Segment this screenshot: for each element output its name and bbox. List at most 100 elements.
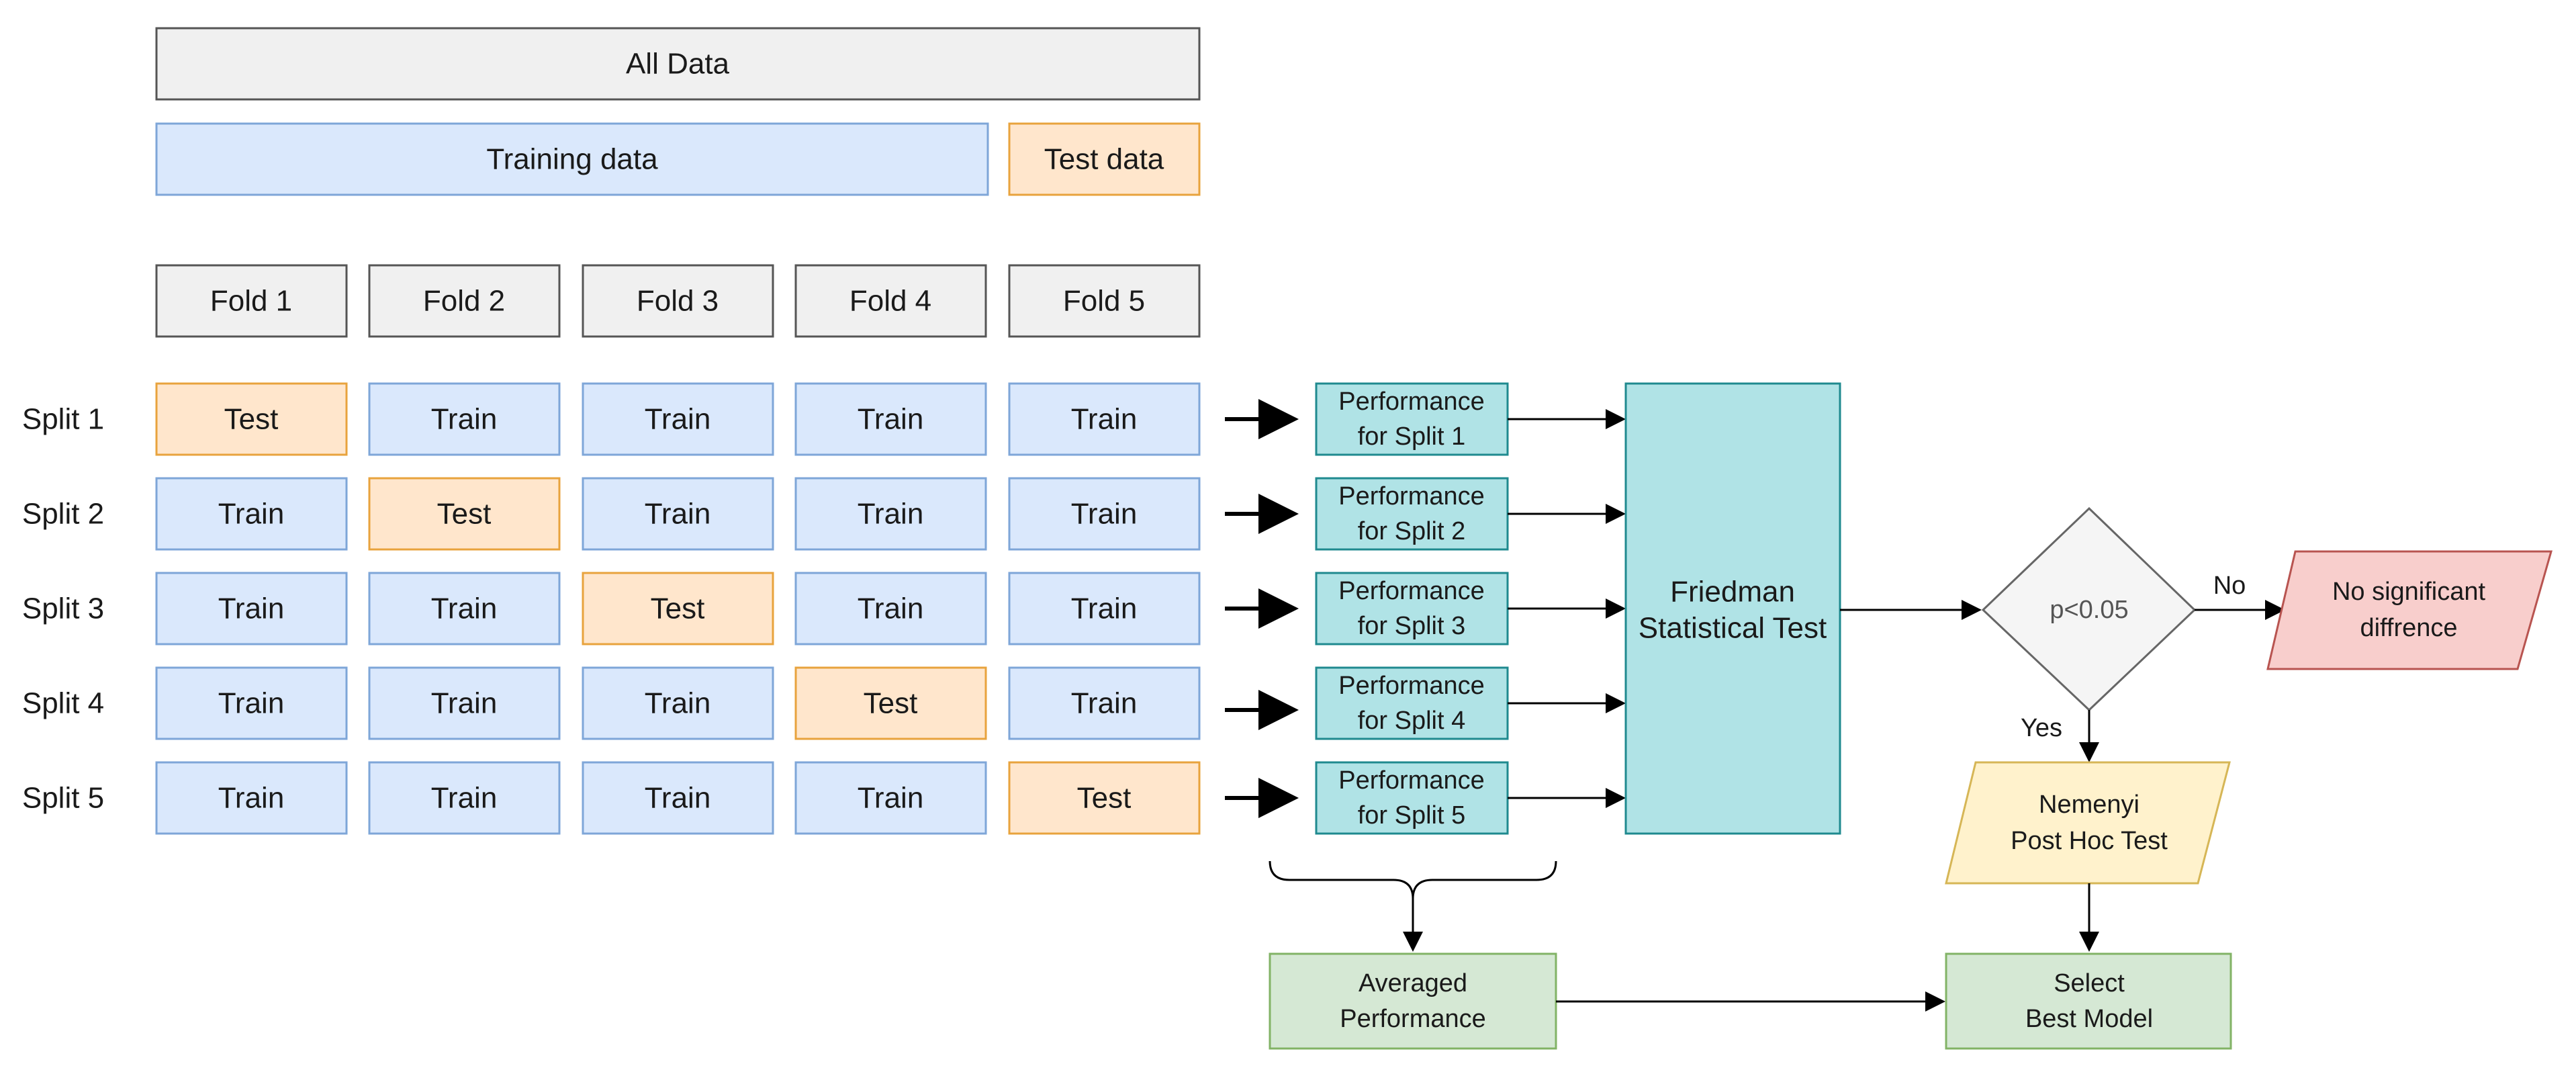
cell-label: Train [858, 498, 924, 531]
split-label: Split 5 [22, 782, 104, 815]
split-cell: Train [1008, 382, 1201, 456]
cell-label: Train [431, 403, 498, 436]
select-label-line2: Best Model [2025, 1005, 2153, 1033]
split-cell: Train [582, 477, 774, 551]
performance-label-line1: Performance [1338, 672, 1485, 700]
cell-label: Train [1071, 687, 1138, 720]
cell-label: Train [645, 403, 711, 436]
cell-label: Train [858, 782, 924, 815]
cell-label: Test [1077, 782, 1132, 815]
no-significant-label-line2: diffrence [2360, 614, 2457, 642]
cell-label: Train [645, 782, 711, 815]
performance-label-line2: for Split 5 [1358, 801, 1466, 830]
performance-label-line1: Performance [1338, 482, 1485, 510]
split-row-3: Split 3 Train Train Test Train Train Per… [22, 572, 1626, 645]
performance-label-line2: for Split 1 [1358, 422, 1466, 451]
split-cell: Train [155, 572, 348, 645]
yes-branch-label: Yes [2021, 714, 2062, 742]
split-cell: Train [368, 572, 561, 645]
cell-label: Train [858, 403, 924, 436]
performance-label-line1: Performance [1338, 766, 1485, 795]
training-data-label: Training data [486, 143, 658, 176]
split-row-4: Split 4 Train Train Train Test Train Per… [22, 666, 1626, 740]
cell-label: Train [1071, 498, 1138, 531]
split-cell: Train [368, 382, 561, 456]
split-label: Split 2 [22, 498, 104, 531]
cell-label: Train [431, 782, 498, 815]
test-data-bar [1008, 122, 1201, 196]
cell-label: Test [864, 687, 918, 720]
split-cell: Train [794, 382, 987, 456]
fold-label: Fold 1 [210, 285, 292, 318]
performance-group-brace [1269, 860, 1557, 899]
split-row-2: Split 2 Train Test Train Train Train Per… [22, 477, 1626, 551]
cell-label: Train [218, 592, 285, 625]
cell-label: Train [1071, 403, 1138, 436]
friedman-label-line1: Friedman [1670, 576, 1795, 609]
split-cell: Test [582, 572, 774, 645]
nemenyi-label-line2: Post Hoc Test [2011, 827, 2168, 855]
performance-label-line2: for Split 4 [1358, 707, 1466, 735]
split-cell: Train [155, 666, 348, 740]
split-cell: Test [1008, 761, 1201, 835]
split-label: Split 4 [22, 687, 104, 720]
cell-label: Train [645, 687, 711, 720]
split-cell: Train [582, 382, 774, 456]
split-cell: Train [1008, 477, 1201, 551]
no-branch-label: No [2213, 572, 2246, 600]
all-data-label: All Data [626, 48, 730, 81]
cell-label: Train [218, 782, 285, 815]
fold-label: Fold 3 [637, 285, 719, 318]
split-cell: Train [794, 572, 987, 645]
split-cell: Train [1008, 572, 1201, 645]
fold-header-3: Fold 3 [582, 264, 774, 338]
select-best-model-box [1945, 952, 2232, 1050]
performance-label-line1: Performance [1338, 388, 1485, 416]
split-cell: Test [794, 666, 987, 740]
performance-box [1315, 382, 1509, 456]
split-cell: Train [368, 761, 561, 835]
fold-label: Fold 5 [1063, 285, 1145, 318]
cell-label: Test [437, 498, 492, 531]
friedman-test-box [1624, 382, 1841, 835]
no-significant-difference-box [2266, 550, 2552, 670]
split-row-1: Split 1 Test Train Train Train Train Per… [22, 382, 1626, 456]
performance-box [1315, 572, 1509, 645]
cell-label: Train [1071, 592, 1138, 625]
select-label-line1: Select [2054, 969, 2125, 997]
performance-box [1315, 666, 1509, 740]
split-cell: Train [794, 477, 987, 551]
performance-label-line2: for Split 3 [1358, 612, 1466, 640]
averaged-label-line2: Performance [1340, 1005, 1486, 1033]
decision-label: p<0.05 [2050, 596, 2128, 624]
cell-label: Train [645, 498, 711, 531]
nemenyi-test-box [1945, 761, 2231, 885]
cell-label: Train [218, 687, 285, 720]
split-cell: Train [794, 761, 987, 835]
nemenyi-label-line1: Nemenyi [2039, 791, 2140, 819]
cell-label: Train [431, 687, 498, 720]
friedman-label-line2: Statistical Test [1639, 612, 1827, 645]
training-data-bar [155, 122, 989, 196]
cell-label: Train [431, 592, 498, 625]
cell-label: Test [651, 592, 705, 625]
split-cell: Train [582, 761, 774, 835]
split-cell: Test [368, 477, 561, 551]
fold-header-2: Fold 2 [368, 264, 561, 338]
averaged-label-line1: Averaged [1359, 969, 1467, 997]
fold-label: Fold 4 [849, 285, 931, 318]
split-label: Split 3 [22, 592, 104, 625]
fold-header-5: Fold 5 [1008, 264, 1201, 338]
test-data-label: Test data [1044, 143, 1164, 176]
split-cell: Train [368, 666, 561, 740]
fold-header-1: Fold 1 [155, 264, 348, 338]
no-significant-label-line1: No significant [2332, 578, 2486, 606]
averaged-performance-box [1269, 952, 1557, 1050]
all-data-bar [155, 27, 1201, 101]
fold-header-4: Fold 4 [794, 264, 987, 338]
fold-label: Fold 2 [423, 285, 505, 318]
performance-label-line2: for Split 2 [1358, 517, 1466, 545]
split-row-5: Split 5 Train Train Train Train Test Per… [22, 761, 1626, 835]
split-cell: Train [582, 666, 774, 740]
